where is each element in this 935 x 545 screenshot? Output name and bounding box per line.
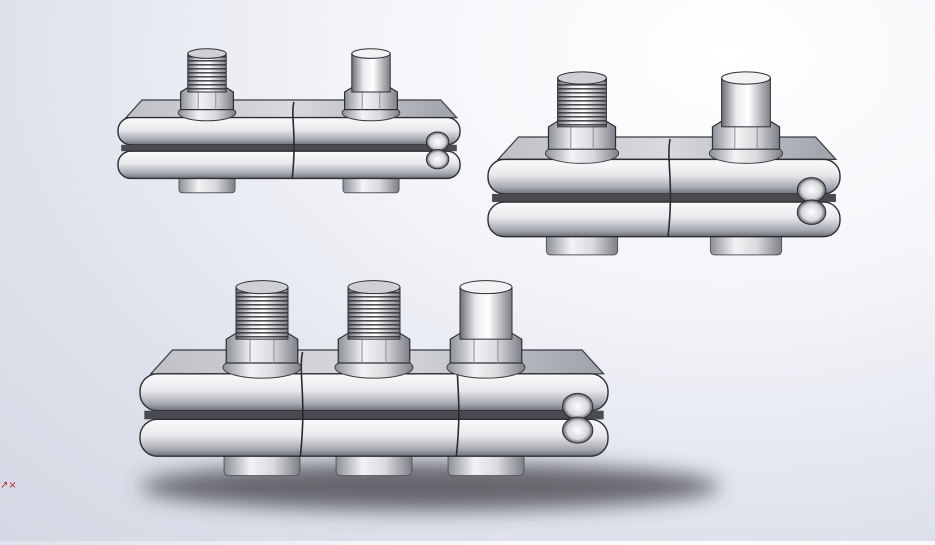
- clamp-lower-jaw: [117, 150, 461, 180]
- clamp-upper-jaw: [117, 116, 461, 146]
- three-bolt-parallel-groove-clamp: [139, 280, 721, 511]
- clamp-lower-jaw: [487, 201, 841, 238]
- clamp-groove: [144, 410, 604, 420]
- bolt-shank: [351, 53, 391, 93]
- clamp-lower-jaw: [139, 418, 609, 457]
- bolt-thread: [557, 78, 607, 127]
- bolt-top: [721, 71, 771, 85]
- bolt-top: [235, 280, 289, 295]
- bolt-thread: [236, 287, 288, 340]
- bolt-top: [459, 280, 513, 295]
- conductor-hole-lower: [425, 149, 450, 170]
- segment-split: [667, 138, 672, 237]
- clamp-upper-jaw: [487, 158, 841, 195]
- bolt-top: [557, 71, 607, 85]
- bolt-thread: [348, 287, 400, 340]
- clamp-groove: [492, 193, 836, 203]
- bolt-top: [187, 48, 227, 59]
- conductor-hole-upper: [425, 131, 450, 152]
- two-bolt-parallel-groove-clamp-small: [117, 48, 461, 194]
- bolt-top: [351, 48, 391, 59]
- conductor-hole-lower: [562, 416, 594, 444]
- conductor-hole-upper: [562, 392, 594, 420]
- bolt-shank: [721, 77, 771, 128]
- bolt-shank: [459, 286, 513, 340]
- conductor-hole-upper: [796, 177, 827, 203]
- segment-split: [299, 351, 304, 457]
- segment-split: [291, 101, 295, 179]
- clamp-groove: [121, 144, 457, 152]
- conductor-hole-lower: [796, 199, 827, 225]
- clamp-upper-jaw: [139, 373, 609, 412]
- bolt-thread: [187, 53, 227, 92]
- clamp-top-face: [124, 99, 459, 119]
- bolt-top: [347, 280, 401, 295]
- two-bolt-parallel-groove-clamp-large: [487, 71, 841, 256]
- coordinate-triad-icon: ↗×: [0, 480, 17, 491]
